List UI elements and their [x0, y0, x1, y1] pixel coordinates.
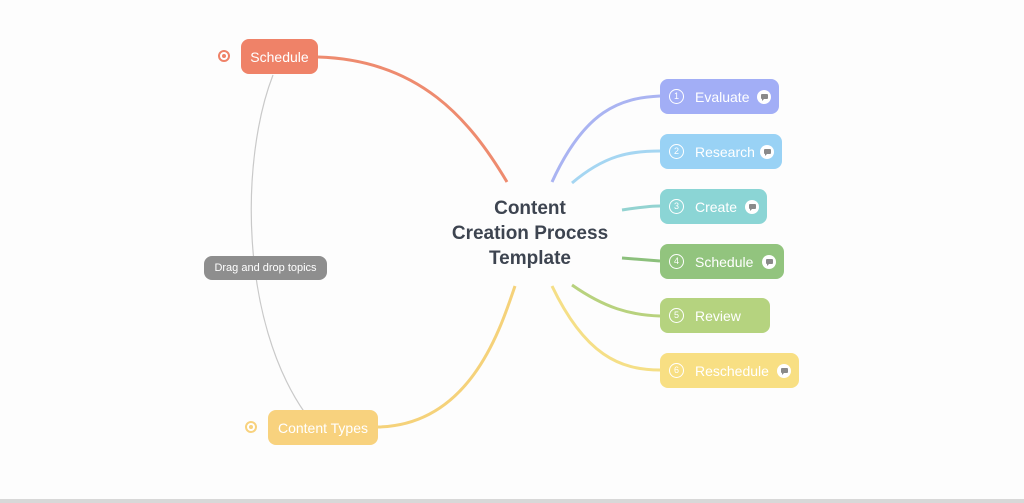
central-topic[interactable]: Content Creation Process Template: [440, 196, 620, 271]
step-research[interactable]: 2 Research: [660, 134, 782, 169]
step-number-icon: 2: [669, 144, 684, 159]
connector-create: [621, 204, 661, 212]
step-create[interactable]: 3 Create: [660, 189, 767, 224]
step-label: Evaluate: [695, 88, 750, 105]
topic-content-types-label: Content Types: [277, 419, 369, 436]
step-reschedule[interactable]: 6 Reschedule: [660, 353, 799, 388]
step-label: Reschedule: [695, 362, 769, 379]
topic-schedule-label: Schedule: [250, 48, 309, 65]
topic-content-types[interactable]: Content Types: [268, 410, 378, 445]
collapse-toggle-icon[interactable]: [218, 50, 230, 62]
connector-evaluate: [550, 94, 661, 183]
central-topic-line-1: Content: [494, 198, 566, 219]
step-label: Research: [695, 143, 755, 160]
step-schedule[interactable]: 4 Schedule: [660, 244, 784, 279]
drag-drop-hint-label: Drag and drop topics: [214, 262, 317, 274]
drag-drop-hint[interactable]: Drag and drop topics: [204, 256, 327, 280]
step-number-icon: 5: [669, 308, 684, 323]
connector-schedule: [317, 55, 509, 183]
note-icon[interactable]: [777, 363, 791, 378]
connector-review: [571, 283, 661, 318]
step-evaluate[interactable]: 1 Evaluate: [660, 79, 779, 114]
connector-reschedule: [550, 285, 661, 372]
topic-schedule[interactable]: Schedule: [241, 39, 318, 74]
central-topic-line-2: Creation Process: [451, 223, 609, 244]
step-label: Schedule: [695, 253, 754, 270]
bottom-divider: [0, 499, 1024, 503]
step-label: Create: [695, 198, 738, 215]
collapse-toggle-icon[interactable]: [245, 421, 257, 433]
connector-research: [571, 149, 661, 185]
step-number-icon: 1: [669, 89, 684, 104]
step-number-icon: 6: [669, 363, 684, 378]
step-number-icon: 4: [669, 254, 684, 269]
step-review[interactable]: 5 Review: [660, 298, 770, 333]
note-icon[interactable]: [745, 199, 759, 214]
connector-content-types: [377, 285, 517, 429]
connector-schedule-step: [621, 256, 661, 263]
note-icon[interactable]: [760, 144, 774, 159]
connector-drag-hint: [250, 74, 306, 414]
note-icon[interactable]: [757, 89, 771, 104]
step-number-icon: 3: [669, 199, 684, 214]
step-label: Review: [695, 307, 741, 324]
note-icon[interactable]: [762, 254, 776, 269]
central-topic-line-3: Template: [488, 248, 571, 269]
